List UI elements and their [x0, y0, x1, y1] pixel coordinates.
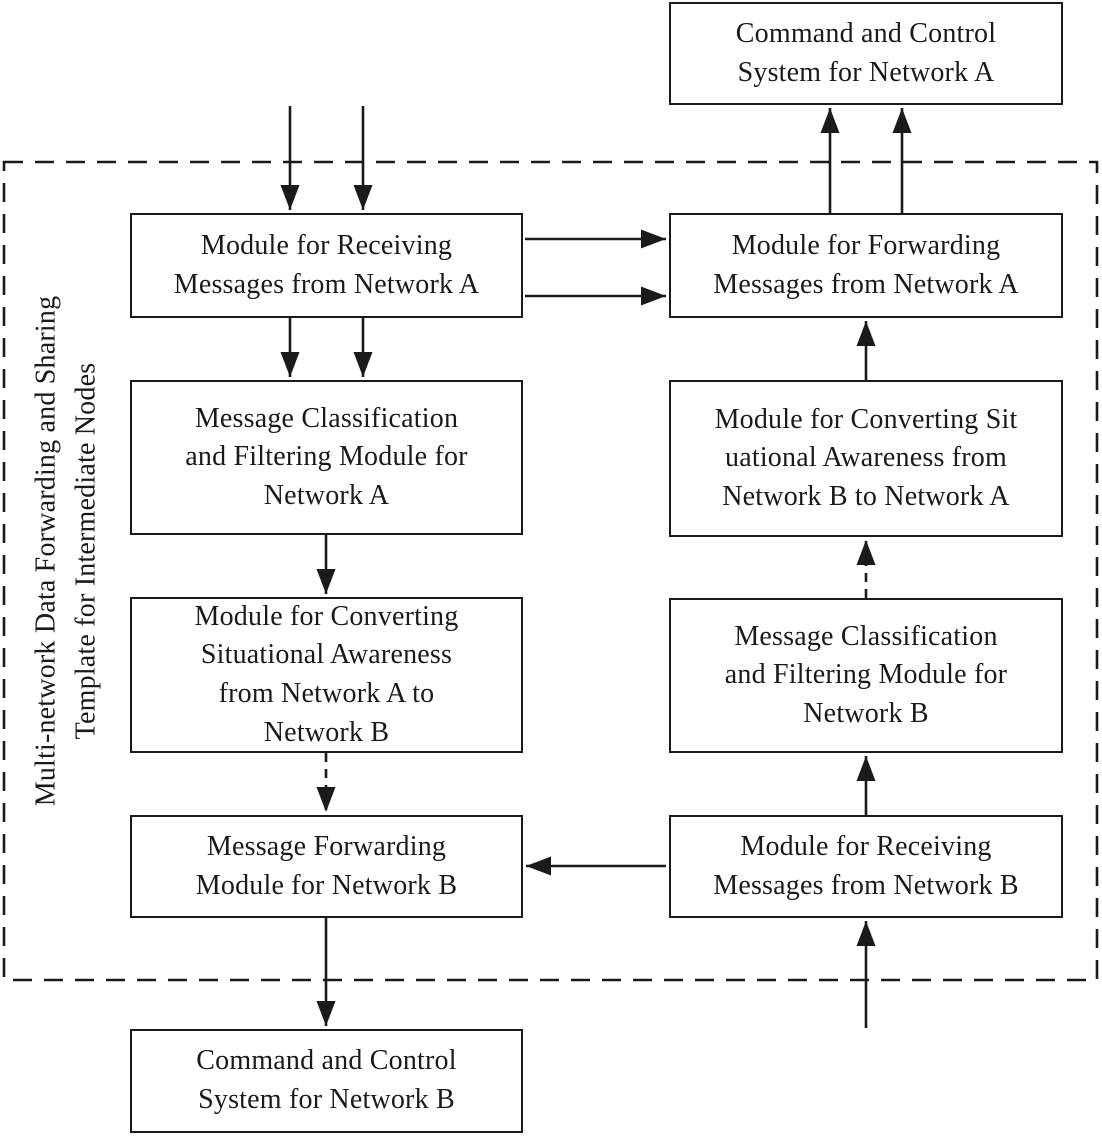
node-classify-filter-b: Message Classification and Filtering Mod… [669, 598, 1063, 753]
node-convert-b-to-a: Module for Converting Sit uational Aware… [669, 380, 1063, 537]
node-command-control-b-label: Command and Control System for Network B [196, 1045, 457, 1115]
node-convert-b-to-a-label: Module for Converting Sit uational Aware… [714, 403, 1018, 512]
template-title-label: Multi-network Data Forwarding and Sharin… [30, 295, 101, 807]
node-convert-a-to-b-label: Module for Converting Situational Awaren… [194, 600, 459, 748]
node-convert-a-to-b: Module for Converting Situational Awaren… [130, 597, 523, 753]
template-boundary [2, 160, 1099, 982]
node-receive-messages-a-label: Module for Receiving Messages from Netwo… [173, 229, 480, 300]
node-command-control-b: Command and Control System for Network B [130, 1029, 523, 1133]
node-forward-module-b-label: Message Forwarding Module for Network B [195, 830, 458, 901]
template-title: Multi-network Data Forwarding and Sharin… [26, 206, 106, 896]
node-command-control-a: Command and Control System for Network A [669, 2, 1063, 105]
node-command-control-a-label: Command and Control System for Network A [735, 17, 997, 88]
node-classify-filter-a: Message Classification and Filtering Mod… [130, 380, 523, 535]
node-forward-module-b: Message Forwarding Module for Network B [130, 815, 523, 918]
node-receive-messages-b: Module for Receiving Messages from Netwo… [669, 815, 1063, 918]
node-receive-messages-a: Module for Receiving Messages from Netwo… [130, 213, 523, 318]
node-forward-messages-a-label: Module for Forwarding Messages from Netw… [713, 229, 1019, 300]
node-forward-messages-a: Module for Forwarding Messages from Netw… [669, 213, 1063, 318]
node-receive-messages-b-label: Module for Receiving Messages from Netwo… [713, 830, 1019, 901]
node-classify-filter-a-label: Message Classification and Filtering Mod… [185, 402, 468, 511]
node-classify-filter-b-label: Message Classification and Filtering Mod… [724, 620, 1008, 729]
